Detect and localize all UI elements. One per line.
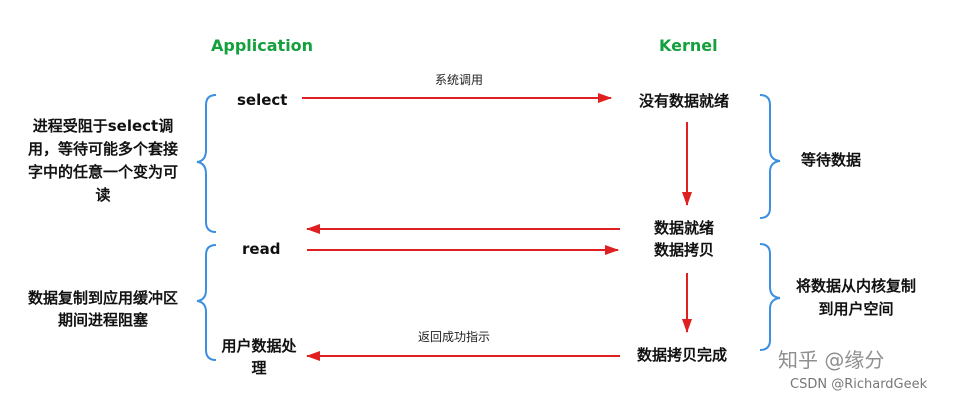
read-call-label: read [242, 240, 281, 258]
copy-complete-label: 数据拷贝完成 [637, 346, 728, 364]
select-blocked-note: 进程受阻于select调用，等待可能多个套接字中的任意一个变为可读 [27, 117, 178, 204]
process-data-label: 用户数据处理 [221, 337, 297, 377]
no-data-ready-label: 没有数据就绪 [639, 92, 730, 110]
right-brace-wait [759, 94, 781, 219]
select-call-label: select [237, 91, 288, 109]
copy-to-user-note: 将数据从内核复制到用户空间 [795, 277, 916, 318]
waiting-data-note: 等待数据 [801, 151, 862, 169]
kernel-header: Kernel [659, 36, 718, 55]
right-brace-copy [759, 243, 781, 351]
zhihu-watermark: 知乎 @缘分 [778, 348, 885, 372]
left-brace-select [196, 94, 217, 233]
return-success-caption: 返回成功指示 [418, 330, 491, 344]
left-brace-read [196, 244, 217, 361]
copy-blocked-note: 数据复制到应用缓冲区期间进程阻塞 [27, 289, 178, 329]
syscall-caption: 系统调用 [435, 73, 484, 87]
data-ready-label: 数据就绪 [654, 219, 715, 237]
data-copy-label: 数据拷贝 [654, 241, 715, 259]
application-header: Application [211, 36, 314, 55]
csdn-watermark: CSDN @RichardGeek [790, 377, 928, 392]
